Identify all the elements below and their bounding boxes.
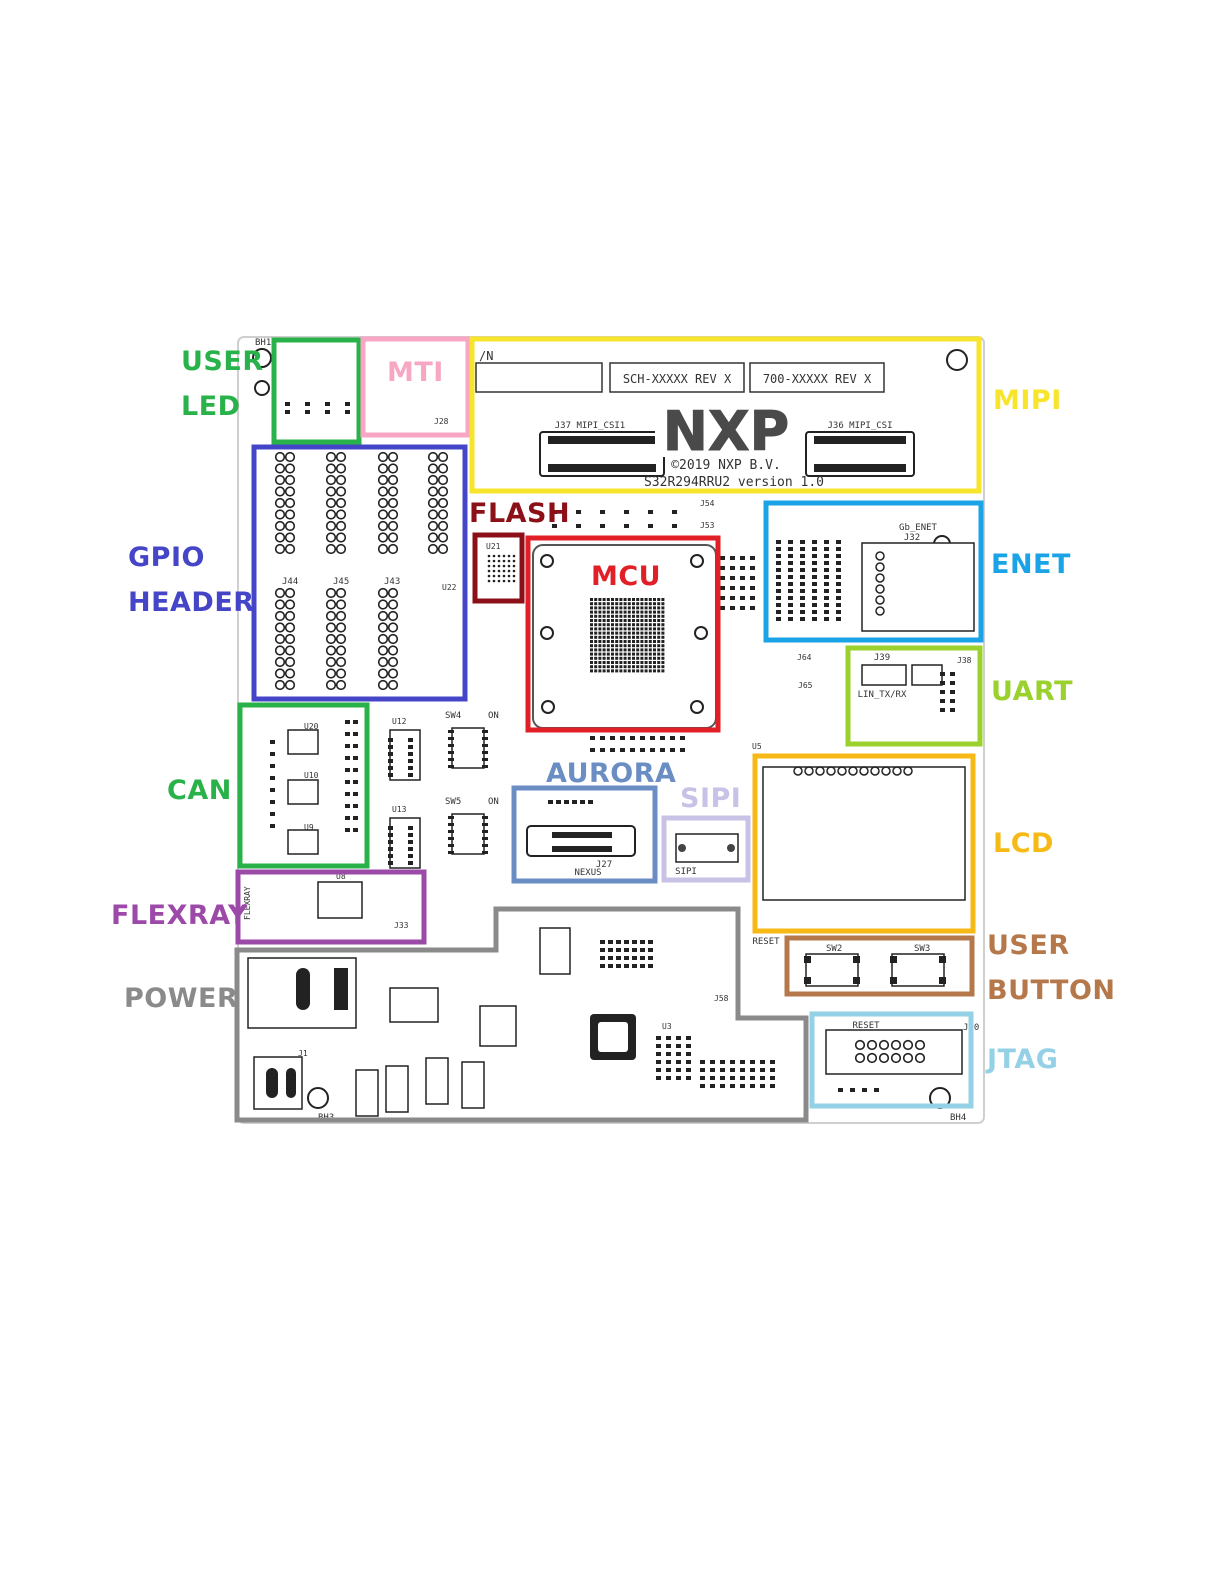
nxp-logo-text: NXP xyxy=(663,400,789,463)
gpio-ref-j45: J45 xyxy=(333,577,349,587)
sch-rev-box xyxy=(609,362,745,393)
ref-u20: U20 xyxy=(304,722,319,731)
flash-region-box xyxy=(472,532,525,604)
uart-region-box xyxy=(845,645,983,747)
nxp-logo: NXP xyxy=(655,400,797,464)
nexus-label: NEXUS xyxy=(574,868,601,878)
user-led-label: USER LED xyxy=(181,346,264,422)
switch-on-sw4: ON xyxy=(488,711,499,721)
switch-ref-sw4: SW4 xyxy=(445,711,461,721)
ref-u5: U5 xyxy=(752,742,762,751)
copyright-text: ©2019 NXP B.V. xyxy=(671,458,781,473)
ref-j65: J65 xyxy=(798,681,813,690)
ref-u12: U12 xyxy=(392,717,407,726)
flexray-silk-label: FLEXRAY xyxy=(243,886,252,920)
lcd-region-box xyxy=(752,753,976,934)
switch-ref-sw2: SW2 xyxy=(826,944,842,954)
pcb-components xyxy=(247,348,975,1117)
ref-u22: U22 xyxy=(442,583,457,592)
enet-label: ENET xyxy=(991,549,1071,580)
switch-ref-sw5: SW5 xyxy=(445,797,461,807)
ref-j58: J58 xyxy=(714,994,729,1003)
ref-j64: J64 xyxy=(797,653,812,662)
power-region-outline xyxy=(234,906,809,1123)
switch-ref-sw3: SW3 xyxy=(914,944,930,954)
serial-number-box xyxy=(475,362,603,393)
aurora-region-box xyxy=(511,785,658,884)
mipi-label: MIPI xyxy=(993,385,1062,416)
jtag-label: JTAG xyxy=(987,1044,1059,1075)
ref-j38: J38 xyxy=(957,656,972,665)
sipi-label: SIPI xyxy=(680,783,742,814)
ref-j54: J54 xyxy=(700,499,715,508)
flash-label: FLASH xyxy=(469,498,571,529)
mount-hole-bh1: BH1 xyxy=(255,338,271,348)
user-button-region-box xyxy=(784,935,975,997)
uart-label: UART xyxy=(991,676,1073,707)
power-label: POWER xyxy=(124,983,239,1014)
lcd-label: LCD xyxy=(993,828,1054,859)
pcb-rev-box xyxy=(749,362,885,393)
enet-connector-label: Gb_ENET xyxy=(899,523,938,533)
uart-connector-label: LIN_TX/RX xyxy=(858,690,907,700)
can-label: CAN xyxy=(167,775,232,806)
mti-region-box xyxy=(360,336,471,438)
ref-u9: U9 xyxy=(304,823,314,832)
switch-on-sw5: ON xyxy=(488,797,499,807)
mipi-csi-right-label: J36 MIPI_CSI xyxy=(827,421,892,431)
aurora-label: AURORA xyxy=(546,758,677,789)
sch-rev-text: SCH-XXXXX REV X xyxy=(623,372,732,386)
ref-j28: J28 xyxy=(434,417,449,426)
gpio-header-label: GPIO HEADER xyxy=(128,542,255,618)
user-led-region-box xyxy=(271,337,362,445)
ref-u3: U3 xyxy=(662,1022,672,1031)
sipi-region-box xyxy=(661,815,751,883)
mipi-csi-left-label: J37 MIPI_CSI1 xyxy=(555,421,625,431)
serial-label: /N xyxy=(479,349,493,363)
ref-j33: J33 xyxy=(394,921,409,930)
mti-label: MTI xyxy=(387,357,444,388)
gpio-ref-j44: J44 xyxy=(282,577,298,587)
sipi-connector-label: SIPI xyxy=(675,867,697,877)
uart-ref-label: J39 xyxy=(874,653,890,663)
can-region-box xyxy=(237,702,370,869)
jtag-reset-label: RESET xyxy=(852,1021,880,1031)
pcb-rev-text: 700-XXXXX REV X xyxy=(763,372,872,386)
mcu-region-box xyxy=(525,535,721,733)
enet-ref-label: J32 xyxy=(904,533,920,543)
reset-button-label: RESET xyxy=(752,937,780,947)
ref-u21: U21 xyxy=(486,542,501,551)
ref-u8: U8 xyxy=(336,872,346,881)
mcu-label: MCU xyxy=(591,561,662,592)
mount-hole-bh4: BH4 xyxy=(950,1113,966,1123)
enet-region-box xyxy=(763,500,984,643)
ref-j1: J1 xyxy=(298,1049,308,1058)
nexus-ref-label: J27 xyxy=(596,860,612,870)
user-button-label: USER BUTTON xyxy=(987,930,1116,1006)
ref-u10: U10 xyxy=(304,771,319,780)
ref-u13: U13 xyxy=(392,805,407,814)
gpio-ref-j43: J43 xyxy=(384,577,400,587)
board-version-text: S32R294RRU2 version 1.0 xyxy=(644,475,824,490)
flexray-region-box xyxy=(235,869,427,945)
ref-j53: J53 xyxy=(700,521,715,530)
jtag-region-box xyxy=(809,1011,974,1109)
gpio-header-region-box xyxy=(251,444,468,702)
mipi-region-box xyxy=(469,336,982,494)
flexray-label: FLEXRAY xyxy=(111,900,249,931)
